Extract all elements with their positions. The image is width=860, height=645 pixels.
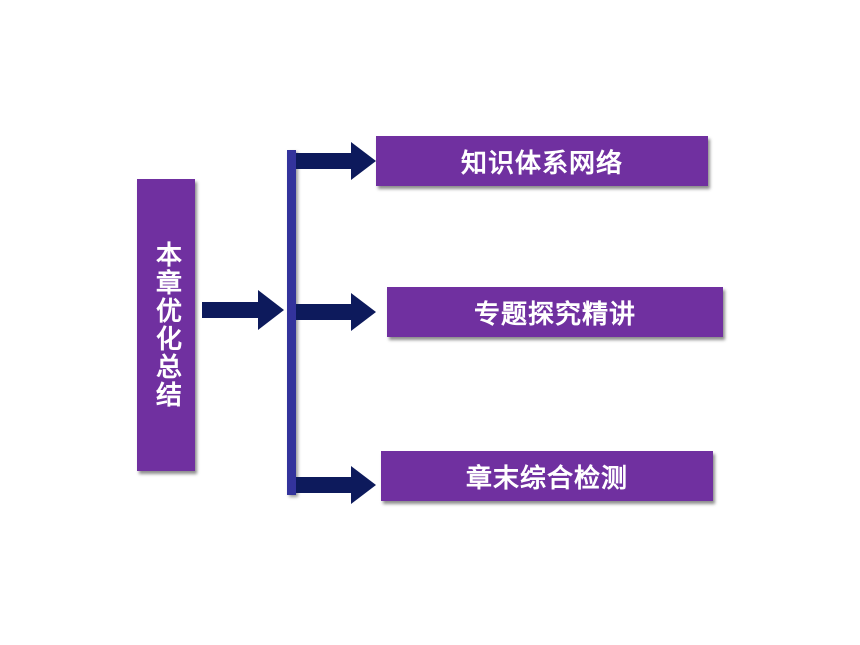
topic-explanation-box[interactable]: 专题探究精讲 xyxy=(387,287,723,337)
chapter-test-box[interactable]: 章末综合检测 xyxy=(381,451,713,501)
main-arrow-icon xyxy=(202,290,284,330)
chapter-summary-box[interactable]: 本章优化总结 xyxy=(137,179,195,471)
chapter-summary-label: 本章优化总结 xyxy=(151,241,182,409)
branch-arrow-1-icon xyxy=(296,142,376,180)
knowledge-network-box[interactable]: 知识体系网络 xyxy=(376,136,708,186)
knowledge-network-label: 知识体系网络 xyxy=(460,148,623,179)
branch-arrow-2-icon xyxy=(296,293,376,331)
branch-arrow-3-icon xyxy=(296,466,376,504)
branch-bracket xyxy=(287,150,296,495)
chapter-test-label: 章末综合检测 xyxy=(465,463,628,494)
topic-explanation-label: 专题探究精讲 xyxy=(473,299,636,330)
